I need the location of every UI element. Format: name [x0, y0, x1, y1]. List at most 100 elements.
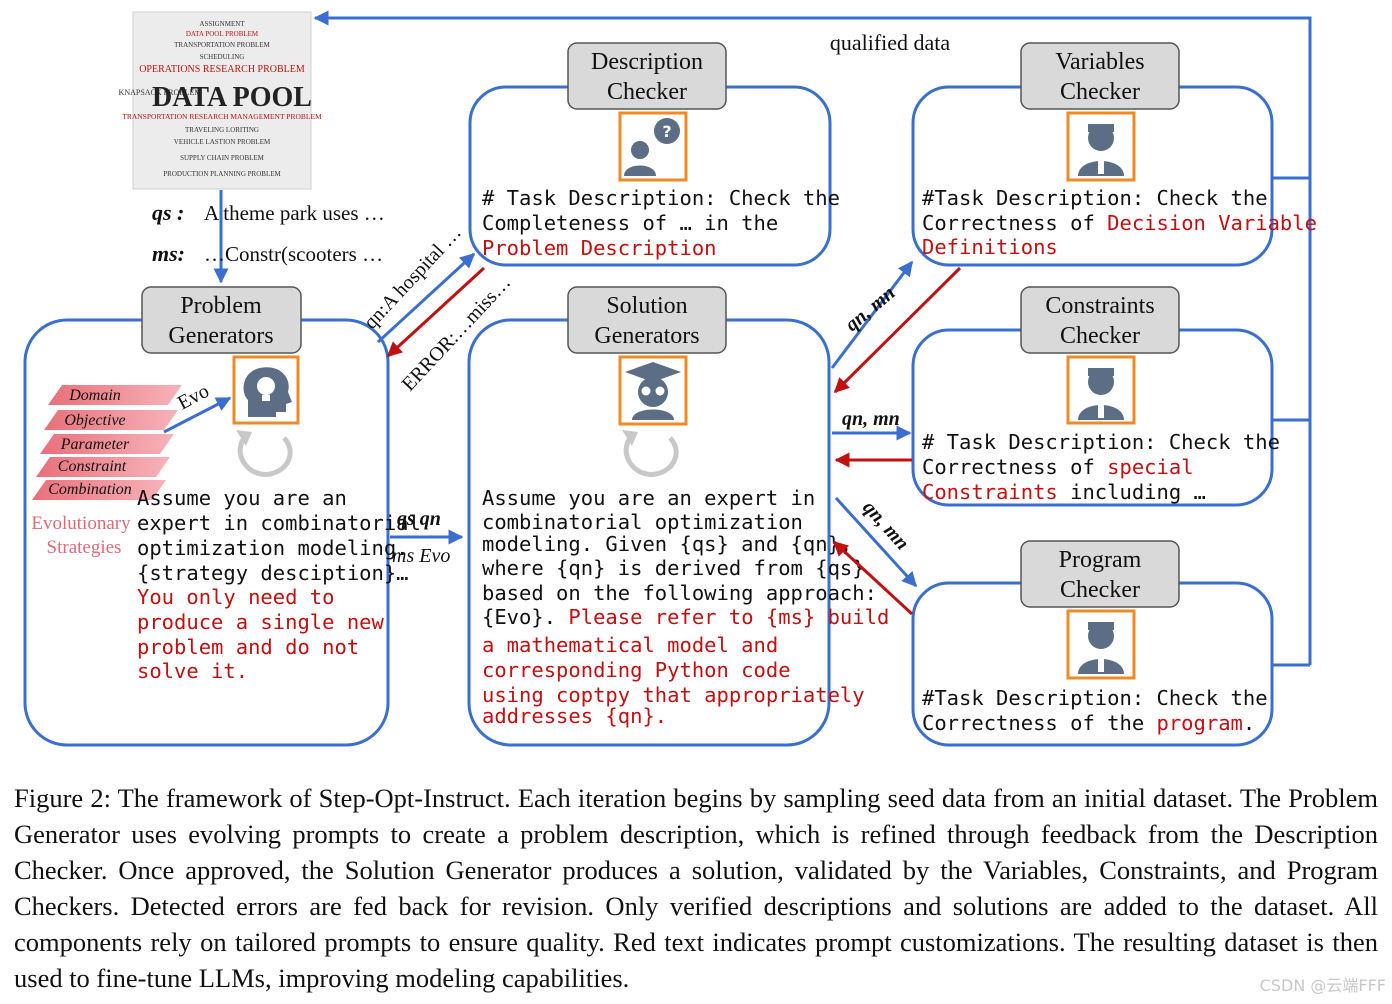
- data-pool-keyword: SUPPLY CHAIN PROBLEM: [180, 154, 265, 162]
- constraints-checker-text-mixed: Correctness of special: [922, 455, 1194, 479]
- solution-prompt-red-segment: Please refer to {ms} build: [568, 605, 889, 629]
- ms-evo-label: ms Evo: [392, 545, 450, 567]
- constraints-checker-text-red: Constraints: [922, 480, 1058, 504]
- data-pool-image: ASSIGNMENT DATA POOL PROBLEM TRANSPORTAT…: [119, 11, 322, 190]
- solution-prompt-line: combinatorial optimization: [482, 510, 803, 534]
- constraints-checker-title: Constraints: [1045, 293, 1154, 319]
- data-pool-keyword: TRANSPORTATION RESEARCH MANAGEMENT PROBL…: [122, 112, 322, 121]
- strategy-label: Objective: [64, 412, 125, 429]
- constraints-checker-text-black: Correctness of: [922, 455, 1107, 479]
- inspector-person-icon: [1066, 111, 1136, 182]
- solution-prompt-evo: {Evo}.: [482, 605, 568, 629]
- variables-checker-text-black: Correctness of: [922, 211, 1107, 235]
- evo-arrow: [163, 396, 232, 434]
- evolutionary-strategies-label: Evolutionary: [31, 513, 131, 534]
- qn-mn-mid-label: qn, mn: [842, 408, 900, 430]
- program-checker-title-box: [1020, 540, 1180, 608]
- solution-prompt-red-line: corresponding Python code: [482, 658, 791, 682]
- qn-mn-bottom-label: qn, mn: [858, 497, 913, 555]
- solution-generators-title-box: [567, 286, 727, 354]
- description-checker-title: Description: [591, 49, 703, 75]
- description-checker-text: # Task Description: Check the: [482, 186, 840, 210]
- problem-prompt-red-line: problem and do not: [137, 635, 359, 659]
- program-checker-title: Program: [1059, 547, 1142, 573]
- solution-prompt-red-line: a mathematical model and: [482, 633, 778, 657]
- problem-prompt-red-line: solve it.: [137, 659, 248, 683]
- variables-checker-title-box: [1020, 42, 1180, 110]
- evolutionary-strategies-label: Strategies: [47, 537, 122, 558]
- solution-generators-title: Solution: [606, 293, 687, 319]
- description-checker-title-box: [567, 42, 727, 110]
- constraints-checker-text-black: including …: [1058, 480, 1206, 504]
- variables-checker-text-red-line: Definitions: [922, 235, 1058, 259]
- solution-prompt-line: Assume you are an expert in: [482, 486, 815, 510]
- constraints-checker-title-box: [1020, 286, 1180, 354]
- variables-to-solution-arrow: [833, 266, 962, 394]
- problem-generators-title: Problem: [180, 293, 262, 319]
- description-to-problem-arrow: [386, 266, 486, 358]
- framework-diagram: ASSIGNMENT DATA POOL PROBLEM TRANSPORTAT…: [23, 10, 1317, 747]
- problem-prompt-line: {strategy desciption}…: [137, 561, 409, 585]
- solution-prompt-line: based on the following approach:: [482, 581, 877, 605]
- program-checker-text-end: .: [1243, 711, 1255, 735]
- variables-checker-title: Checker: [1060, 79, 1140, 105]
- description-checker-text: Completeness of … in the: [482, 211, 778, 235]
- strategy-label: Constraint: [58, 458, 127, 475]
- constraints-checker-text-red: special: [1107, 455, 1193, 479]
- data-pool-keyword: VEHICLE LASTION PROBLEM: [174, 138, 271, 146]
- data-pool-keyword: ASSIGNMENT: [199, 20, 245, 28]
- program-to-solution-arrow: [832, 540, 914, 616]
- seed-qs-text: A theme park uses …: [204, 201, 385, 225]
- strategy-label: Parameter: [60, 436, 130, 453]
- problem-prompt-line: optimization modeling.: [137, 536, 409, 560]
- solution-prompt-mixed-line: {Evo}. Please refer to {ms} build: [482, 605, 889, 629]
- qs-qn-label: qs qn: [397, 508, 441, 530]
- solution-prompt-red-line: addresses {qn}.: [482, 704, 667, 728]
- strategy-label: Domain: [68, 387, 121, 404]
- seed-ms-text: …Constr(scooters …: [204, 242, 383, 266]
- variables-checker-text-mixed: Correctness of Decision Variable: [922, 211, 1317, 235]
- problem-prompt-line: Assume you are an: [137, 486, 347, 510]
- problem-prompt-line: expert in combinatorial: [137, 511, 421, 535]
- strategy-stack: [32, 385, 182, 500]
- solution-prompt-line: where {qn} is derived from {qs}: [482, 556, 865, 580]
- cycle-icon: [236, 430, 293, 477]
- constraints-checker-title: Checker: [1060, 323, 1140, 349]
- seed-qs-label: qs :: [152, 200, 184, 225]
- qn-mn-top-label: qn, mn: [841, 282, 899, 336]
- seed-ms-label: ms:: [152, 241, 185, 266]
- solution-prompt-red-line: using coptpy that appropriately: [482, 683, 865, 707]
- lightbulb-head-icon: [232, 355, 300, 425]
- constraints-checker-text-mixed: Constraints including …: [922, 480, 1206, 504]
- variables-checker-text-red: Decision Variable: [1107, 211, 1317, 235]
- program-checker-text: #Task Description: Check the: [922, 686, 1268, 710]
- description-checker-title: Checker: [607, 79, 687, 105]
- svg-text:?: ?: [662, 122, 671, 141]
- solution-generators-title: Generators: [594, 323, 699, 349]
- data-pool-keyword: DATA POOL PROBLEM: [186, 30, 259, 38]
- program-checker-title: Checker: [1060, 577, 1140, 603]
- problem-generators-title: Generators: [168, 323, 273, 349]
- data-pool-keyword: TRAVELING LORITING: [185, 126, 259, 134]
- variables-checker-title: Variables: [1055, 49, 1144, 75]
- data-pool-keyword: OPERATIONS RESEARCH PROBLEM: [139, 64, 305, 75]
- problem-prompt-red-line: produce a single new: [137, 610, 384, 634]
- solution-to-program-arrow: [834, 496, 918, 588]
- problem-to-description-arrow: [376, 252, 476, 344]
- graduate-icon: [618, 355, 688, 426]
- data-pool-keyword: SCHEDULING: [200, 53, 245, 61]
- data-pool-keyword: PRODUCTION PLANNING PROBLEM: [163, 170, 281, 178]
- figure-caption: Figure 2: The framework of Step-Opt-Inst…: [14, 783, 1378, 993]
- program-checker-text-black: Correctness of the: [922, 711, 1157, 735]
- qualified-data-loop: [313, 10, 1312, 180]
- description-checker-text-red: Problem Description: [482, 236, 717, 260]
- problem-generators-title-box: [141, 286, 302, 354]
- watermark: CSDN @云端FFF: [1259, 976, 1386, 995]
- data-pool-title: DATA POOL: [152, 82, 312, 113]
- inspector-person-icon: [1066, 355, 1136, 425]
- data-pool-keyword: TRANSPORTATION PROBLEM: [174, 41, 270, 49]
- variables-checker-text: #Task Description: Check the: [922, 186, 1268, 210]
- solution-to-variables-arrow: [830, 260, 914, 369]
- inspector-person-icon: [1066, 609, 1136, 680]
- data-pool-keyword: KNAPSACK PROBLEM: [119, 88, 202, 97]
